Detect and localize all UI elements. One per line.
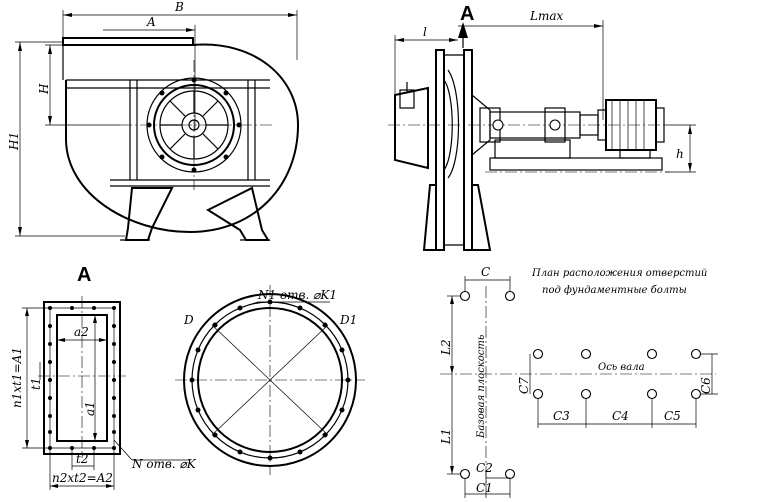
holes-N-K-label: N отв. ⌀K <box>131 457 197 471</box>
dim-t1-label: t1 <box>29 378 43 390</box>
foundation-plan: План расположения отверстий под фундамен… <box>439 265 718 498</box>
view-A-label: A <box>460 3 474 25</box>
dim-a1-label: a1 <box>83 401 97 416</box>
plan-title-line1: План расположения отверстий <box>531 268 707 279</box>
rect-flange-view: A a2 a1 t1 n1xt1=A1 <box>10 264 197 490</box>
dim-B-label: B <box>174 0 184 14</box>
dim-L2-label: L2 <box>439 339 453 356</box>
shaft-axis-label: Ось вала <box>598 362 645 373</box>
dim-C5-label: C5 <box>664 409 681 423</box>
dim-C1-label: C1 <box>476 481 493 495</box>
dim-l-label: l <box>423 25 427 39</box>
dim-C6-label: C6 <box>699 377 713 394</box>
base-plane-label: Базовая плоскость <box>476 335 487 439</box>
dim-D1-label: D1 <box>339 313 357 327</box>
dim-H1-label: H1 <box>7 132 21 151</box>
dim-h-label: h <box>676 147 684 161</box>
dim-C-label: C <box>481 265 490 279</box>
round-flange-view: D D1 N1 отв. ⌀K1 <box>175 285 365 475</box>
dim-C3-label: C3 <box>553 409 570 423</box>
view-A-label-2: A <box>77 264 91 286</box>
dim-t2-label: t2 <box>76 452 88 466</box>
dim-D-label: D <box>183 313 194 327</box>
dim-Lmax-label: Lmax <box>529 9 564 23</box>
plan-title-line2: под фундаментные болты <box>542 285 687 296</box>
holes-N1-K1-label: N1 отв. ⌀K1 <box>257 288 337 302</box>
dim-C4-label: C4 <box>612 409 629 423</box>
dim-n1t1-label: n1xt1=A1 <box>10 347 24 408</box>
dim-C2-label: C2 <box>476 461 493 475</box>
dim-C7-label: C7 <box>517 377 531 394</box>
fan-side-view: B A <box>7 0 300 241</box>
dim-L1-label: L1 <box>439 428 453 445</box>
fan-front-view: A Lmax l <box>388 3 696 251</box>
dim-A-label: A <box>146 15 156 29</box>
dim-n2t2-label: n2xt2=A2 <box>52 471 113 485</box>
dim-H-label: H <box>37 83 51 95</box>
dim-a2-label: a2 <box>74 325 89 339</box>
